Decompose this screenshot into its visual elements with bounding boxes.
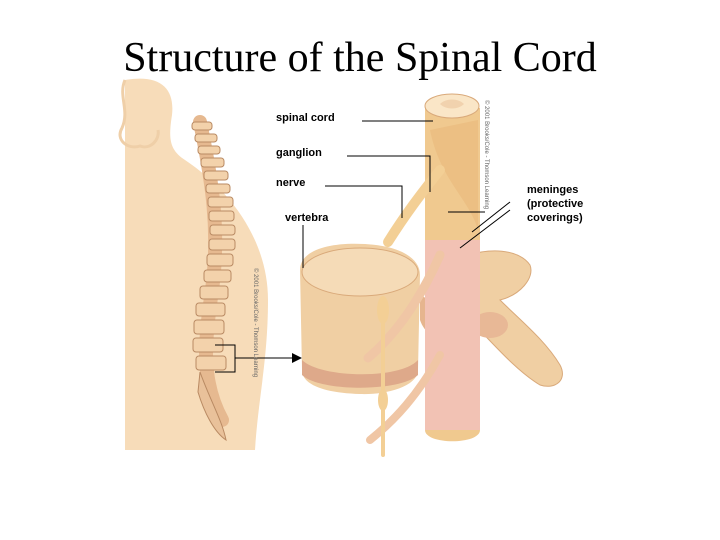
label-nerve: nerve xyxy=(276,177,306,189)
leader-lines xyxy=(302,120,511,268)
label-spinal-cord: spinal cord xyxy=(276,112,335,124)
label-meninges: meninges (protective coverings) xyxy=(527,183,583,225)
copyright-notice-right: © 2001 Brooks/Cole - Thomson Learning xyxy=(483,100,489,210)
body-silhouette xyxy=(125,78,268,450)
zoom-bracket xyxy=(215,344,292,373)
vertebra-body xyxy=(300,243,420,395)
zoom-arrow xyxy=(292,353,302,363)
label-ganglion: ganglion xyxy=(276,147,322,159)
label-meninges-line3: coverings) xyxy=(527,212,583,224)
label-meninges-line2: (protective xyxy=(527,198,584,210)
label-vertebra: vertebra xyxy=(285,212,329,224)
head-outline xyxy=(118,79,160,149)
copyright-notice-left: © 2001 Brooks/Cole - Thomson Learning xyxy=(252,268,258,378)
spinal-nerves xyxy=(363,165,445,457)
spine-column xyxy=(191,115,236,442)
label-meninges-line1: meninges xyxy=(527,184,579,196)
page-title: Structure of the Spinal Cord xyxy=(123,35,597,81)
